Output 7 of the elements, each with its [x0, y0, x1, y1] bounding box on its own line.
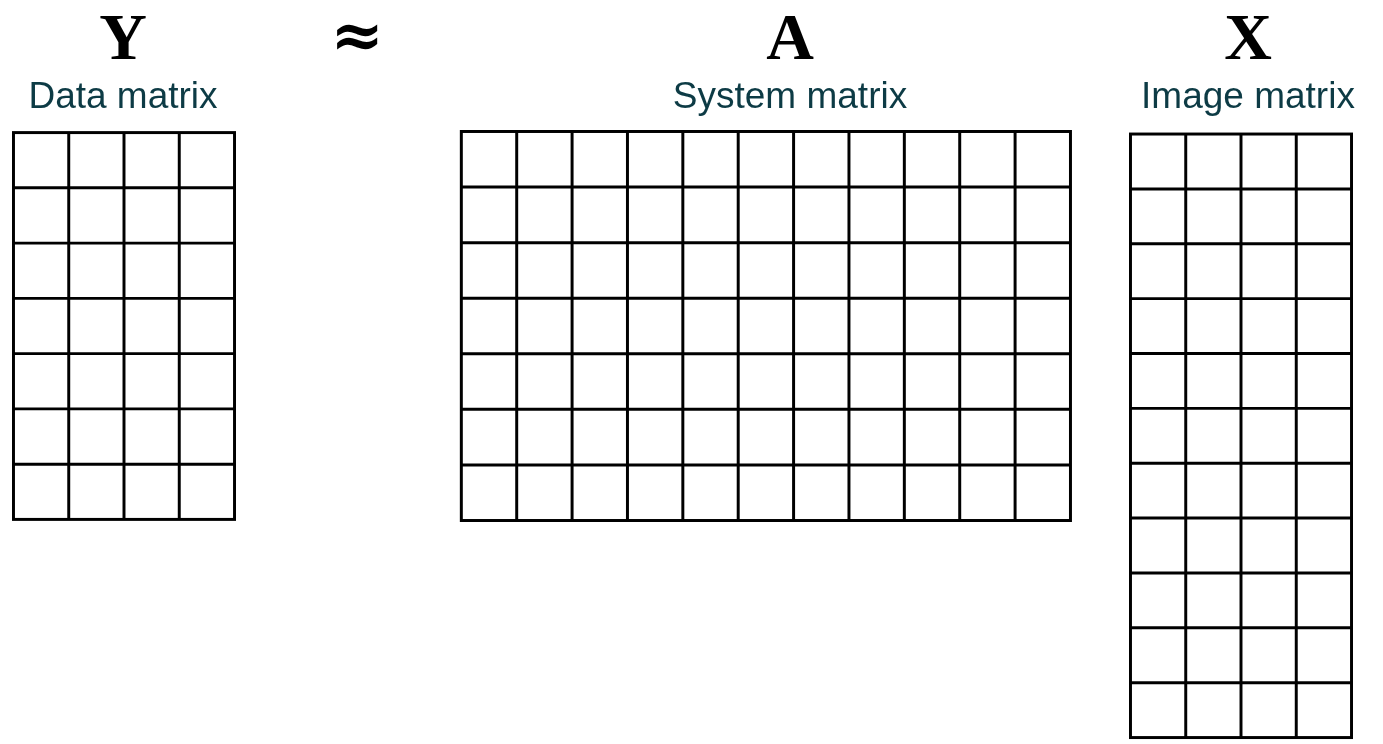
matrix-label: System matrix	[671, 74, 909, 118]
matrix-symbol: X	[1223, 4, 1273, 70]
approx-symbol: ≈	[329, 2, 385, 68]
matrix-symbol: A	[765, 4, 815, 70]
matrix-symbol: Y	[98, 4, 148, 70]
matrix-label: Data matrix	[27, 74, 219, 118]
matrix-label: Image matrix	[1140, 74, 1356, 118]
